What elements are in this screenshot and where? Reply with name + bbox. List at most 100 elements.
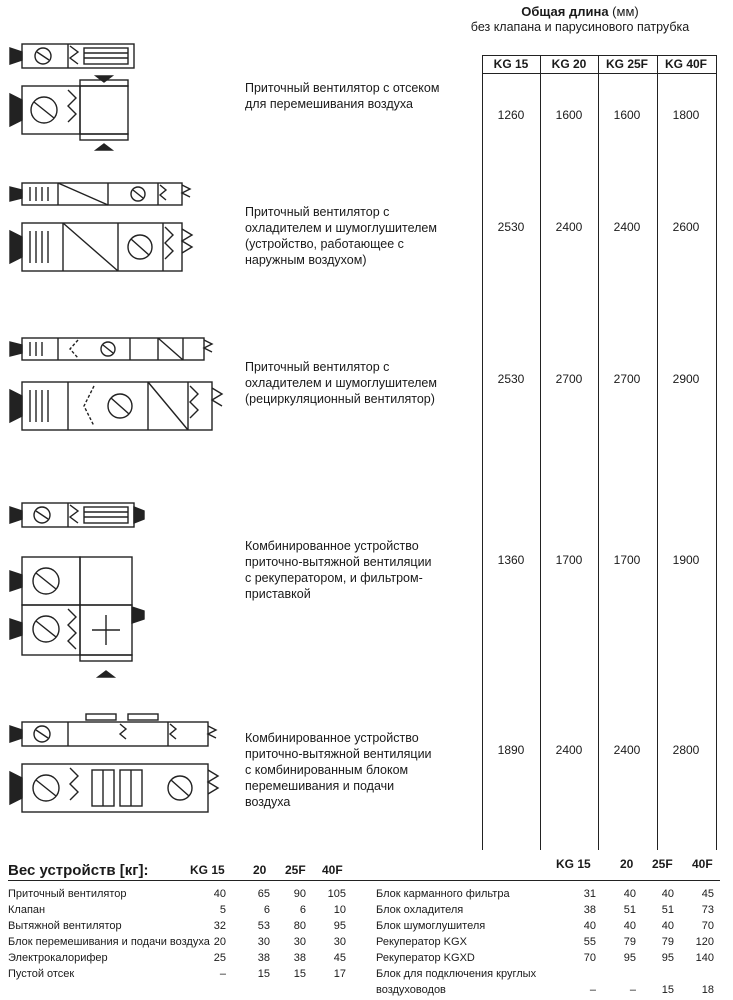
weights-row-label: Рекуператор KGXD bbox=[376, 952, 475, 964]
weights-column-header: 40F bbox=[322, 863, 343, 877]
weights-value: 73 bbox=[701, 904, 714, 916]
length-value: 1700 bbox=[613, 553, 641, 567]
description-line: воздуха bbox=[245, 795, 291, 809]
length-value: 2400 bbox=[555, 743, 583, 757]
weights-value: 90 bbox=[293, 888, 306, 900]
weights-value: 45 bbox=[701, 888, 714, 900]
weights-row-label: Блок перемешивания и подачи воздуха bbox=[8, 936, 210, 948]
length-header-unit: (мм) bbox=[612, 4, 639, 19]
unit-diagram-1 bbox=[9, 43, 135, 151]
weights-value: 30 bbox=[333, 936, 346, 948]
length-value: 2400 bbox=[555, 220, 583, 234]
weights-value: 32 bbox=[213, 920, 226, 932]
weights-value: 6 bbox=[299, 904, 306, 916]
weights-row-label: воздуховодов bbox=[376, 984, 446, 996]
table-line bbox=[657, 55, 658, 850]
weights-value: 5 bbox=[219, 904, 226, 916]
length-value: 2600 bbox=[672, 220, 700, 234]
weights-value: 15 bbox=[661, 984, 674, 996]
weights-value: 55 bbox=[583, 936, 596, 948]
description-line: перемешивания и подачи bbox=[245, 779, 395, 793]
weights-row-label: Рекуператор KGX bbox=[376, 936, 467, 948]
row-description: Комбинированное устройство приточно-вытя… bbox=[245, 538, 465, 602]
column-header: KG 20 bbox=[551, 57, 587, 71]
table-line bbox=[540, 55, 541, 850]
weights-value: 79 bbox=[623, 936, 636, 948]
length-value: 1600 bbox=[613, 108, 641, 122]
column-header: KG 40F bbox=[664, 57, 707, 71]
weights-row-label: Электрокалорифер bbox=[8, 952, 108, 964]
weights-value: 20 bbox=[213, 936, 226, 948]
description-line: с комбинированным блоком bbox=[245, 763, 409, 777]
length-value: 1890 bbox=[497, 743, 525, 757]
weights-value: 30 bbox=[257, 936, 270, 948]
weights-value: 95 bbox=[623, 952, 636, 964]
weights-column-header: 20 bbox=[253, 863, 267, 877]
weights-column-header: 25F bbox=[285, 863, 306, 877]
weights-row-label: Клапан bbox=[8, 904, 46, 916]
description-line: Приточный вентилятор с отсеком bbox=[245, 81, 440, 95]
description-line: для перемешивания воздуха bbox=[245, 97, 413, 111]
weights-value: 95 bbox=[661, 952, 674, 964]
weights-value: – bbox=[629, 984, 636, 996]
length-header: Общая длина (мм) bbox=[440, 4, 720, 19]
unit-diagram-4 bbox=[9, 502, 145, 678]
length-value: 2400 bbox=[613, 743, 641, 757]
unit-diagram-2 bbox=[9, 182, 194, 272]
weights-value: 40 bbox=[661, 920, 674, 932]
weights-row-label: Вытяжной вентилятор bbox=[8, 920, 122, 932]
description-line: Комбинированное устройство bbox=[245, 731, 419, 745]
weights-row-label: Приточный вентилятор bbox=[8, 888, 127, 900]
weights-value: 31 bbox=[583, 888, 596, 900]
length-value: 1800 bbox=[672, 108, 700, 122]
weights-value: 70 bbox=[701, 920, 714, 932]
length-header-subtitle: без клапана и парусинового патрубка bbox=[470, 20, 690, 34]
length-value: 2530 bbox=[497, 220, 525, 234]
description-line: приточно-вытяжной вентиляции bbox=[245, 555, 432, 569]
weights-value: 25 bbox=[213, 952, 226, 964]
row-description: Приточный вентилятор с охладителем и шум… bbox=[245, 359, 465, 407]
length-value: 2530 bbox=[497, 372, 525, 386]
weights-value: 140 bbox=[695, 952, 714, 964]
description-line: Комбинированное устройство bbox=[245, 539, 419, 553]
weights-value: 6 bbox=[263, 904, 270, 916]
weights-value: 40 bbox=[623, 920, 636, 932]
weights-value: – bbox=[589, 984, 596, 996]
description-line: приставкой bbox=[245, 587, 311, 601]
weights-value: 15 bbox=[257, 968, 270, 980]
length-value: 2400 bbox=[613, 220, 641, 234]
description-line: с рекуператором, и фильтром- bbox=[245, 571, 423, 585]
weights-value: 38 bbox=[293, 952, 306, 964]
length-value: 2800 bbox=[672, 743, 700, 757]
length-value: 1700 bbox=[555, 553, 583, 567]
weights-column-header: 20 bbox=[620, 857, 634, 871]
weights-value: 51 bbox=[661, 904, 674, 916]
weights-value: 40 bbox=[623, 888, 636, 900]
description-line: приточно-вытяжной вентиляции bbox=[245, 747, 432, 761]
length-value: 2900 bbox=[672, 372, 700, 386]
weights-column-header: KG 15 bbox=[190, 863, 225, 877]
length-value: 1360 bbox=[497, 553, 525, 567]
weights-row-label: Блок для подключения круглых bbox=[376, 968, 537, 980]
unit-diagram-3 bbox=[9, 337, 224, 431]
weights-value: 15 bbox=[293, 968, 306, 980]
weights-row-label: Блок охладителя bbox=[376, 904, 464, 916]
weights-value: – bbox=[219, 968, 226, 980]
description-line: Приточный вентилятор с bbox=[245, 205, 390, 219]
weights-divider bbox=[8, 880, 720, 881]
description-line: охладителем и шумоглушителем bbox=[245, 221, 437, 235]
table-line bbox=[598, 55, 599, 850]
weights-value: 18 bbox=[701, 984, 714, 996]
weights-value: 40 bbox=[213, 888, 226, 900]
weights-value: 45 bbox=[333, 952, 346, 964]
weights-value: 65 bbox=[257, 888, 270, 900]
length-value: 1900 bbox=[672, 553, 700, 567]
weights-row-label: Блок карманного фильтра bbox=[376, 888, 510, 900]
row-description: Комбинированное устройство приточно-вытя… bbox=[245, 730, 465, 810]
weights-value: 95 bbox=[333, 920, 346, 932]
weights-row-label: Блок шумоглушителя bbox=[376, 920, 486, 932]
weights-value: 80 bbox=[293, 920, 306, 932]
weights-column-header: 40F bbox=[692, 857, 713, 871]
weights-value: 51 bbox=[623, 904, 636, 916]
weights-value: 38 bbox=[583, 904, 596, 916]
